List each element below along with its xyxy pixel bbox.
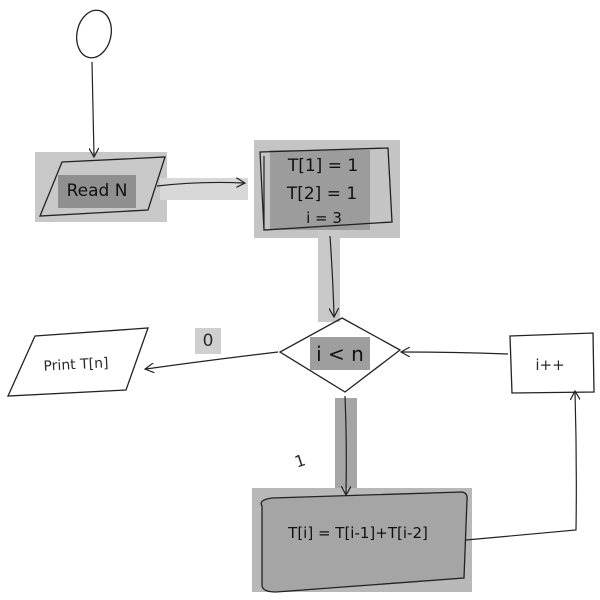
- init-node-line-3: i = 3: [306, 209, 342, 227]
- init-arrow-highlight: [318, 230, 340, 322]
- start-node-shape: [75, 9, 113, 59]
- init-node-line-2: T[2] = 1: [286, 184, 358, 204]
- print-node-shape: [6, 327, 149, 397]
- false-label-highlight: [195, 328, 221, 354]
- read-arrow-highlight: [160, 178, 248, 200]
- assign-node-fill: [260, 491, 468, 593]
- increment-node-label: i++: [535, 356, 565, 374]
- edge-start-to-read: [92, 61, 94, 156]
- edge-read-to-init: [156, 182, 244, 186]
- edge-condition-true-to-assign: [345, 395, 346, 494]
- init-node-highlight-inner: [270, 150, 370, 230]
- read-node-highlight-inner: [58, 175, 136, 208]
- init-node-line-1: T[1] = 1: [287, 156, 359, 176]
- read-node-label: Read N: [66, 181, 128, 201]
- edge-false-label: 0: [202, 331, 214, 351]
- increment-node-shape: [509, 332, 595, 394]
- condition-highlight: [310, 337, 370, 370]
- assign-node-label: T[i] = T[i-1]+T[i-2]: [288, 524, 428, 542]
- edge-init-to-condition: [330, 235, 334, 316]
- print-node-label: Print T[n]: [43, 355, 109, 375]
- init-node-shape: [259, 147, 393, 231]
- edge-condition-false-to-print: [146, 351, 279, 369]
- read-node-shape: [39, 156, 166, 217]
- edge-increment-to-condition: [402, 352, 509, 354]
- edge-assign-to-increment: [465, 392, 576, 541]
- condition-node-shape: [278, 317, 402, 393]
- condition-node-label: i < n: [316, 342, 364, 366]
